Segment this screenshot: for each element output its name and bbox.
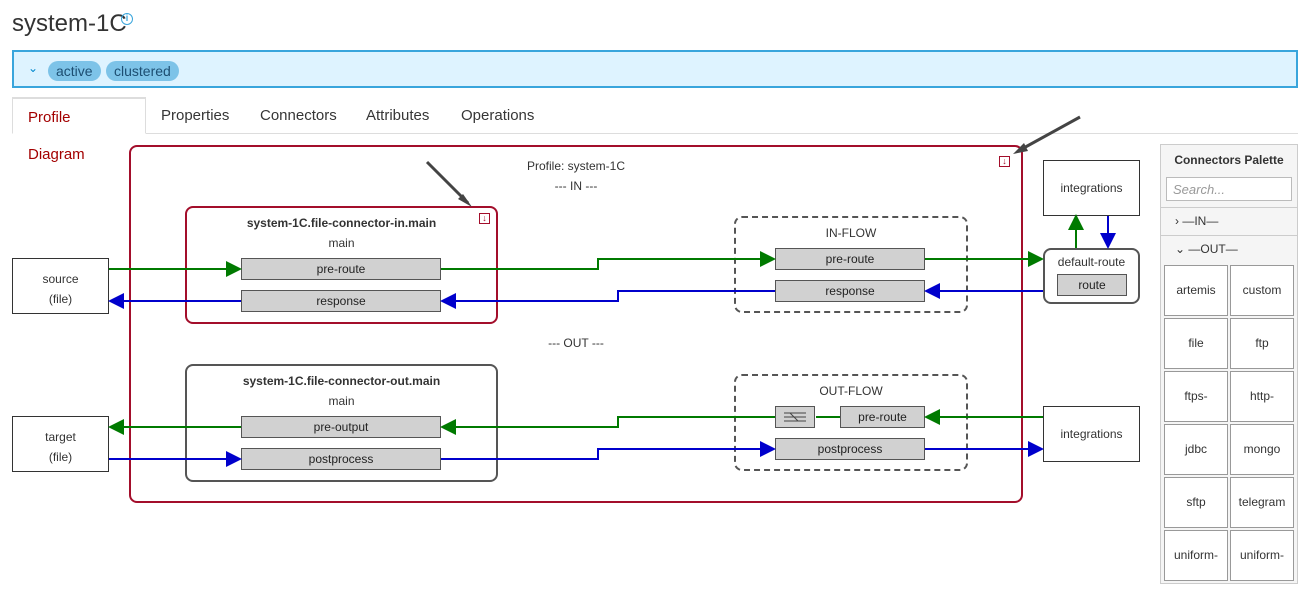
in-flow-slot-pre-route[interactable]: pre-route [775, 248, 925, 270]
palette-search-input[interactable] [1166, 177, 1292, 201]
profile-label: Profile: system-1C [526, 159, 626, 173]
page-title: system-1C [12, 10, 127, 37]
palette-item-ftp[interactable]: ftp [1230, 318, 1294, 369]
in-section-label: --- IN --- [554, 179, 598, 193]
palette-item-mongo[interactable]: mongo [1230, 424, 1294, 475]
annotation-arrow-2 [1019, 115, 1081, 152]
wire-in-flow-to-connector-response [440, 290, 775, 309]
connector-out-slot-pre-output[interactable]: pre-output [241, 416, 441, 438]
in-flow-slot-response[interactable]: response [775, 280, 925, 302]
collapse-profile-icon[interactable]: ↓ [999, 156, 1010, 167]
target-endpoint[interactable]: target (file) [12, 416, 109, 472]
palette-item-ftps[interactable]: ftps- [1164, 371, 1228, 422]
palette-section-in[interactable]: › —IN— [1161, 207, 1297, 233]
integrations-bottom[interactable]: integrations [1043, 406, 1140, 462]
tab-properties[interactable]: Properties [161, 107, 230, 124]
palette-item-sftp[interactable]: sftp [1164, 477, 1228, 528]
palette-section-out[interactable]: ⌄ —OUT— [1161, 235, 1297, 261]
tab-operations[interactable]: Operations [461, 107, 535, 124]
connector-out-title: system-1C.file-connector-out.main [242, 374, 441, 388]
wire-postprocess-to-out-flow [441, 441, 776, 460]
tab-profile-diagram[interactable]: Profile Diagram [12, 97, 146, 163]
palette-section-out-label: —OUT— [1188, 242, 1238, 256]
chevron-right-icon: › [1175, 214, 1183, 228]
palette-title: Connectors Palette [1174, 153, 1284, 167]
chevron-down-icon[interactable]: ⌄ [28, 61, 39, 75]
tab-attributes[interactable]: Attributes [366, 107, 430, 124]
status-bar: ⌄ active clustered [12, 50, 1298, 88]
tab-bar: Profile Diagram Properties Connectors At… [12, 97, 1298, 163]
connector-in-subtitle: main [328, 236, 355, 250]
out-flow-title: OUT-FLOW [819, 384, 883, 398]
integrations-top[interactable]: integrations [1043, 160, 1140, 216]
tab-connectors[interactable]: Connectors [260, 107, 337, 124]
connector-out-slot-postprocess[interactable]: postprocess [241, 448, 441, 470]
connectors-palette: Connectors Palette › —IN— ⌄ —OUT— artemi… [1160, 144, 1298, 584]
palette-item-http[interactable]: http- [1230, 371, 1294, 422]
chevron-down-icon: ⌄ [1175, 242, 1189, 256]
default-route-title: default-route [1057, 255, 1126, 269]
wire-pre-route-to-in-flow [441, 251, 776, 270]
connector-out-subtitle: main [328, 394, 355, 408]
profile-diagram: Profile: system-1C --- IN --- --- OUT --… [0, 134, 1150, 589]
connector-in-slot-pre-route[interactable]: pre-route [241, 258, 441, 280]
annotation-arrowhead-1 [458, 194, 472, 207]
annotation-arrowhead-2 [1013, 143, 1028, 154]
palette-item-custom[interactable]: custom [1230, 265, 1294, 316]
palette-item-uniform-1[interactable]: uniform- [1164, 530, 1228, 581]
default-route-slot-route[interactable]: route [1057, 274, 1127, 296]
palette-item-jdbc[interactable]: jdbc [1164, 424, 1228, 475]
status-badge-clustered: clustered [106, 61, 179, 81]
connector-in-title: system-1C.file-connector-in.main [246, 216, 437, 230]
splitter-icon[interactable] [775, 406, 815, 428]
out-section-label: --- OUT --- [548, 336, 604, 350]
out-flow-slot-postprocess[interactable]: postprocess [775, 438, 925, 460]
source-endpoint[interactable]: source (file) [12, 258, 109, 314]
wire-out-flow-to-pre-output [440, 416, 775, 435]
source-label: source [42, 272, 79, 286]
palette-item-uniform-2[interactable]: uniform- [1230, 530, 1294, 581]
collapse-connector-in-icon[interactable]: ↓ [479, 213, 490, 224]
palette-item-file[interactable]: file [1164, 318, 1228, 369]
source-type: (file) [48, 292, 73, 306]
status-badge-active: active [48, 61, 101, 81]
target-type: (file) [48, 450, 73, 464]
info-icon[interactable]: i [121, 13, 133, 25]
palette-item-artemis[interactable]: artemis [1164, 265, 1228, 316]
target-label: target [45, 430, 76, 444]
connector-in-slot-response[interactable]: response [241, 290, 441, 312]
palette-item-telegram[interactable]: telegram [1230, 477, 1294, 528]
palette-section-in-label: —IN— [1182, 214, 1219, 228]
in-flow-title: IN-FLOW [825, 226, 877, 240]
wires-layer [108, 214, 1116, 467]
